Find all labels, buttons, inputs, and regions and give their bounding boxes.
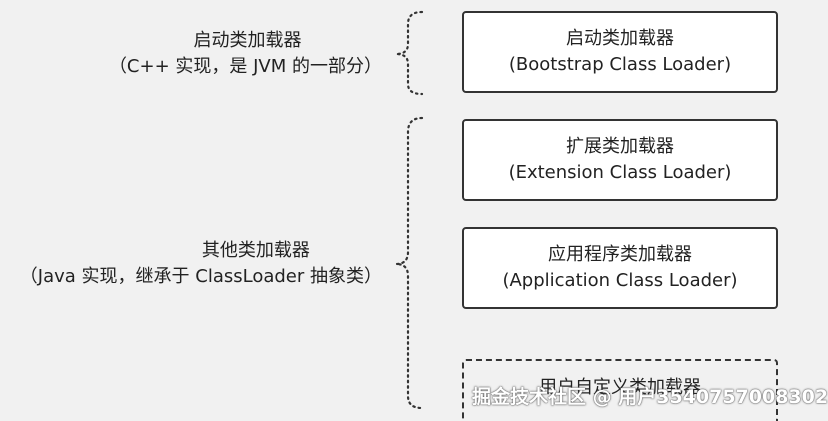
bootstrap-brace xyxy=(395,10,424,96)
bootstrap-label: 启动类加载器 （C++ 实现，是 JVM 的一部分） xyxy=(109,28,382,80)
bootstrap-loader-box: 启动类加载器 (Bootstrap Class Loader) xyxy=(462,11,778,93)
user-defined-loader-box: 用户自定义类加载器 xyxy=(462,359,778,421)
box-subtitle: (Extension Class Loader) xyxy=(508,162,732,183)
others-label: 其他类加载器 （Java 实现，继承于 ClassLoader 抽象类） xyxy=(20,238,382,290)
brace-lines xyxy=(395,10,424,410)
box-title: 扩展类加载器 xyxy=(566,136,674,157)
box-title: 用户自定义类加载器 xyxy=(539,377,701,398)
bootstrap-label-title: 启动类加载器 xyxy=(193,30,302,51)
watermark-text: 掘金技术社区 @ 用户3540757008302 xyxy=(472,386,828,408)
others-brace xyxy=(395,116,424,410)
others-label-desc: （Java 实现，继承于 ClassLoader 抽象类） xyxy=(19,266,382,287)
others-label-title: 其他类加载器 xyxy=(201,240,310,261)
box-subtitle: (Bootstrap Class Loader) xyxy=(508,54,732,75)
box-subtitle: (Application Class Loader) xyxy=(502,270,738,291)
extension-loader-box: 扩展类加载器 (Extension Class Loader) xyxy=(462,119,778,201)
box-title: 应用程序类加载器 xyxy=(548,244,692,265)
bootstrap-label-desc: （C++ 实现，是 JVM 的一部分） xyxy=(108,56,382,77)
box-title: 启动类加载器 xyxy=(566,28,674,49)
application-loader-box: 应用程序类加载器 (Application Class Loader) xyxy=(462,227,778,309)
